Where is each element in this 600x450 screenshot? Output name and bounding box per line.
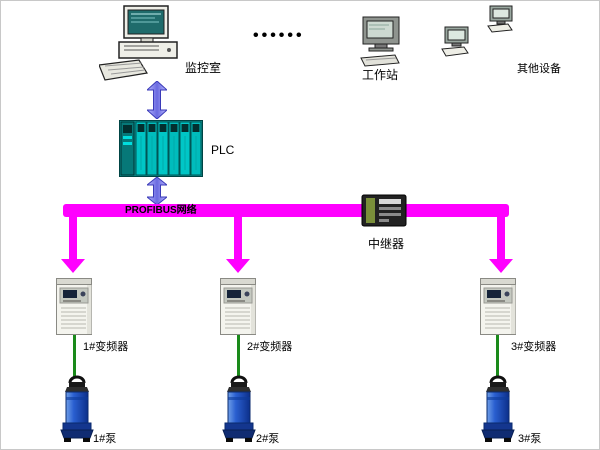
ellipsis-dots: •••••• xyxy=(253,27,305,44)
motor-cable-3 xyxy=(496,333,499,377)
pump-icon-3 xyxy=(481,375,515,442)
monitoring-room-computer-icon xyxy=(99,5,178,81)
keyboard xyxy=(99,59,148,81)
workstation-computer-icon xyxy=(360,16,400,67)
repeater-label: 中继器 xyxy=(368,237,405,251)
other-device-icon-1 xyxy=(487,5,513,33)
workstation-label: 工作站 xyxy=(362,68,399,82)
motor-cable-2 xyxy=(237,333,240,377)
inverter-icon-1 xyxy=(56,278,92,335)
pump-label-1: 1#泵 xyxy=(93,433,117,445)
inverter-label-1: 1#变频器 xyxy=(83,341,129,353)
plc-label: PLC xyxy=(211,143,235,157)
bus-drop-arrow-1 xyxy=(61,217,85,273)
pump-icon-1 xyxy=(60,375,94,442)
keyboard xyxy=(360,54,400,67)
uplink-arrow-computer-plc xyxy=(147,81,167,119)
bus-drop-arrow-2 xyxy=(226,217,250,273)
inverter-icon-2 xyxy=(220,278,256,335)
other-device-icon-2 xyxy=(441,26,469,57)
pump-icon-2 xyxy=(222,375,256,442)
inverter-label-3: 3#变频器 xyxy=(511,341,557,353)
motor-cable-1 xyxy=(73,333,76,377)
pump-label-3: 3#泵 xyxy=(518,433,542,445)
inverter-icon-3 xyxy=(480,278,516,335)
repeater-icon xyxy=(361,194,407,227)
uplink-arrow-plc-bus xyxy=(147,177,167,205)
other-devices-label: 其他设备 xyxy=(517,63,561,75)
plc-rack-icon xyxy=(119,120,203,177)
bus-drop-arrow-3 xyxy=(489,217,513,273)
monitoring-room-label: 监控室 xyxy=(185,61,222,75)
inverter-label-2: 2#变频器 xyxy=(247,341,293,353)
pump-label-2: 2#泵 xyxy=(256,433,280,445)
plc-cpu-module xyxy=(120,121,135,176)
profibus-bus-label: PROFIBUS网络 xyxy=(125,205,197,216)
